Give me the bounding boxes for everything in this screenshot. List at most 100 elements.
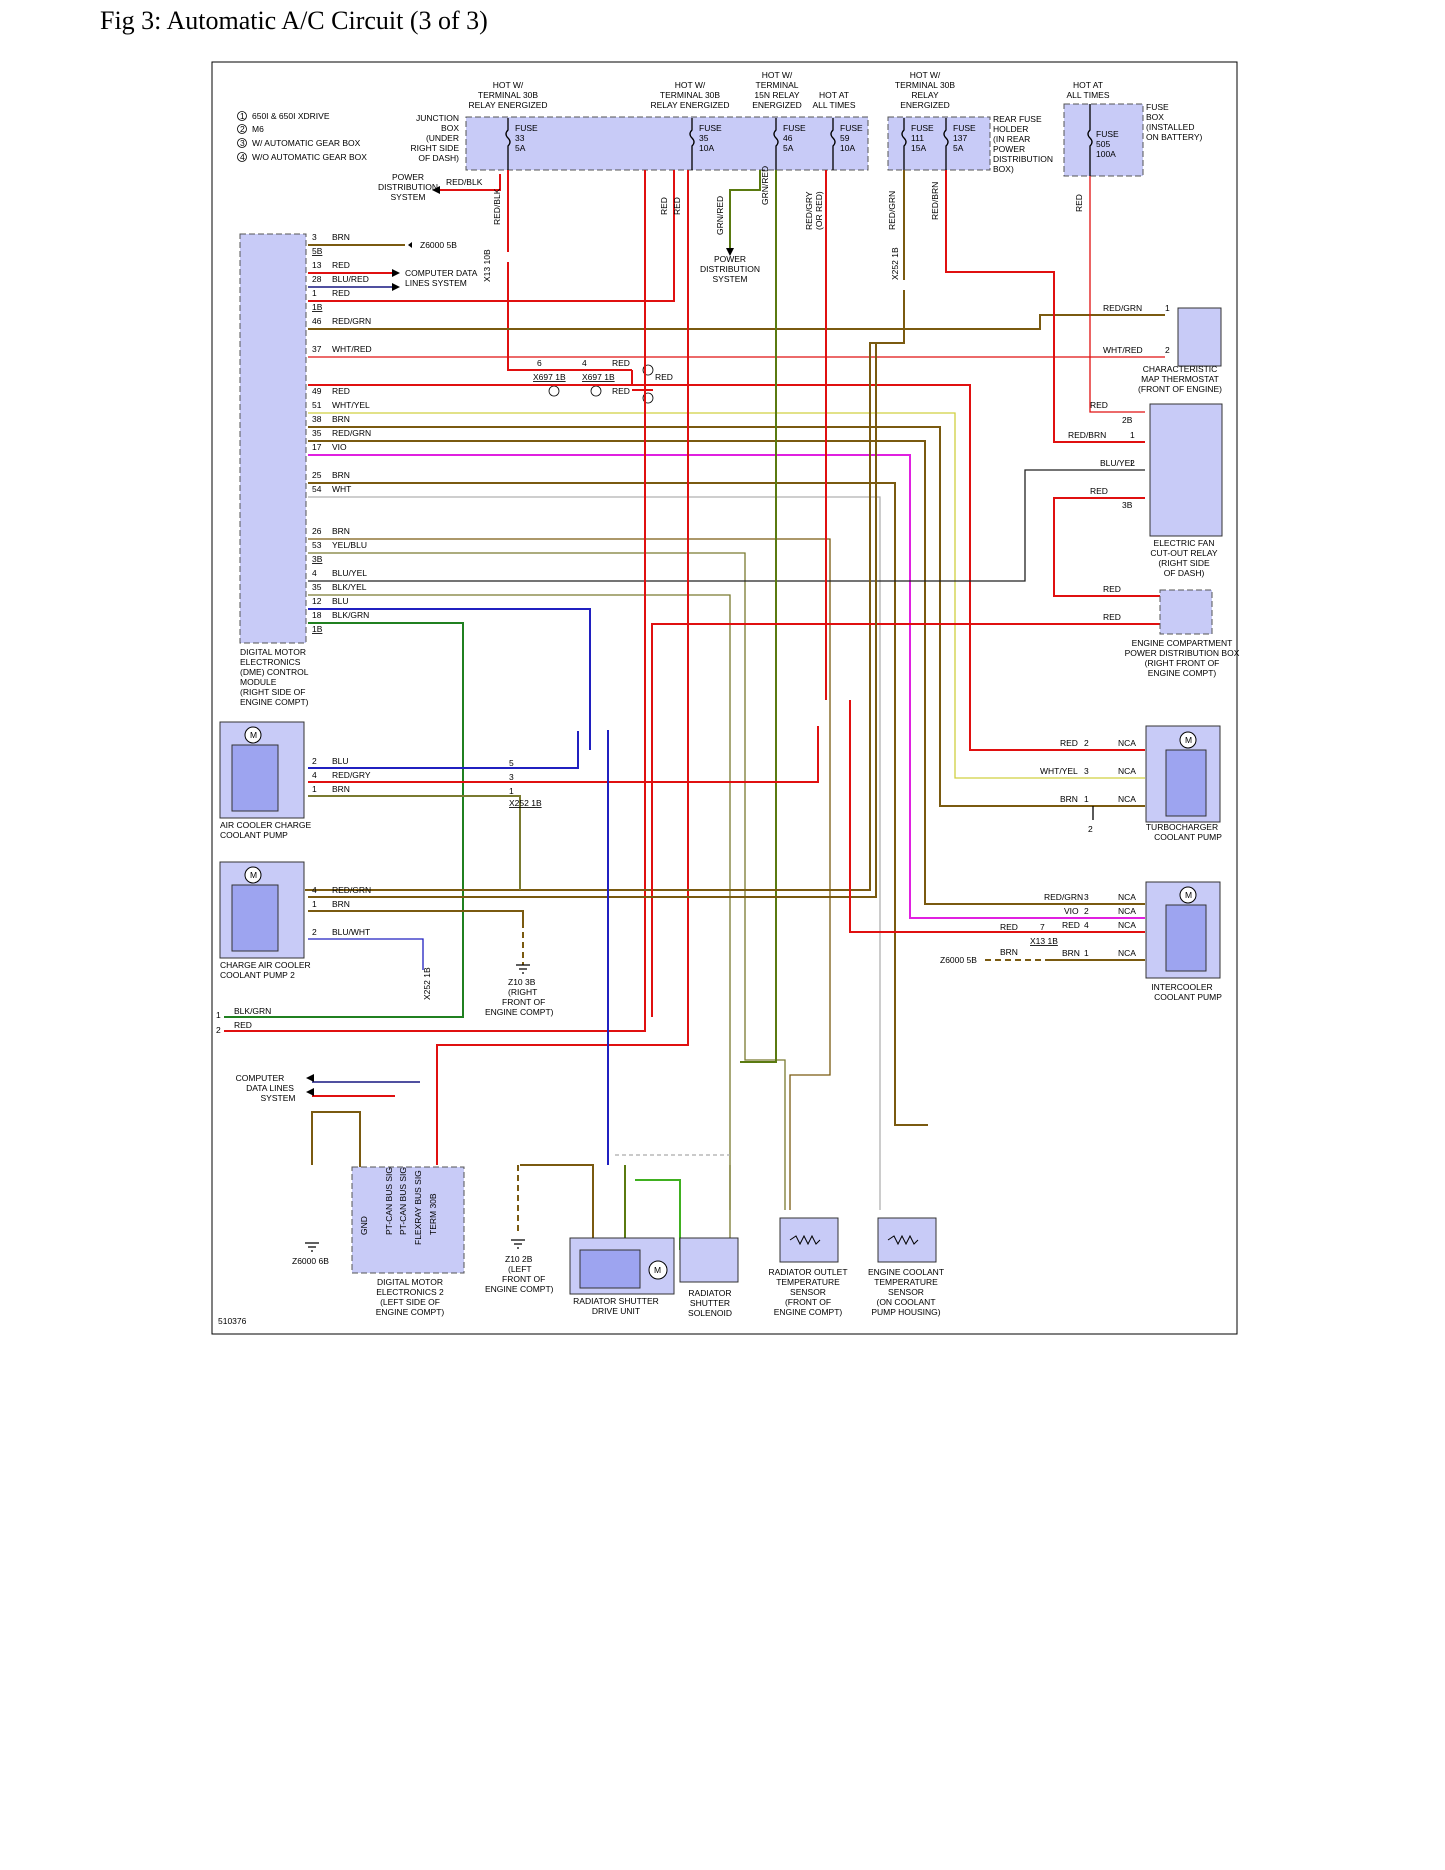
svg-text:3: 3: [240, 138, 245, 148]
svg-text:RED/GRN: RED/GRN: [1103, 303, 1142, 313]
svg-text:ENERGIZED: ENERGIZED: [900, 100, 950, 110]
svg-text:AIR COOLER CHARGE: AIR COOLER CHARGE: [220, 820, 311, 830]
junction-box: JUNCTION BOX (UNDER RIGHT SIDE OF DASH) …: [411, 113, 869, 171]
svg-text:RED: RED: [612, 358, 630, 368]
svg-text:X697 1B: X697 1B: [533, 372, 566, 382]
svg-text:BRN: BRN: [1000, 947, 1018, 957]
svg-text:Z6000 5B: Z6000 5B: [940, 955, 977, 965]
svg-text:RED: RED: [332, 288, 350, 298]
svg-text:RED: RED: [672, 197, 682, 215]
dme-control-module: DIGITAL MOTOR ELECTRONICS (DME) CONTROL …: [239, 233, 309, 707]
svg-text:15N RELAY: 15N RELAY: [754, 90, 800, 100]
svg-text:2: 2: [240, 124, 245, 134]
svg-text:(INSTALLED: (INSTALLED: [1146, 122, 1195, 132]
svg-text:WHT/RED: WHT/RED: [332, 344, 372, 354]
svg-text:HOT W/: HOT W/: [675, 80, 706, 90]
svg-text:CHARACTERISTIC: CHARACTERISTIC: [1143, 364, 1218, 374]
svg-text:POWER DISTRIBUTION BOX: POWER DISTRIBUTION BOX: [1125, 648, 1240, 658]
svg-text:X252 1B: X252 1B: [890, 247, 900, 280]
svg-text:35: 35: [312, 582, 322, 592]
svg-text:M: M: [654, 1265, 661, 1275]
svg-text:RED/BLK: RED/BLK: [492, 188, 502, 225]
svg-text:ELECTRONICS: ELECTRONICS: [240, 657, 301, 667]
svg-text:51: 51: [312, 400, 322, 410]
svg-text:HOT W/: HOT W/: [762, 70, 793, 80]
svg-text:SENSOR: SENSOR: [888, 1287, 924, 1297]
svg-text:2: 2: [1084, 738, 1089, 748]
svg-text:OF DASH): OF DASH): [1164, 568, 1205, 578]
svg-text:FRONT OF: FRONT OF: [502, 997, 545, 1007]
svg-text:Z10 2B: Z10 2B: [505, 1254, 533, 1264]
svg-text:FUSE: FUSE: [840, 123, 863, 133]
svg-text:1: 1: [312, 288, 317, 298]
svg-text:ENGINE COMPT): ENGINE COMPT): [485, 1007, 554, 1017]
svg-text:RED: RED: [612, 386, 630, 396]
svg-text:GRN/RED: GRN/RED: [760, 166, 770, 205]
svg-text:BLU/YEL: BLU/YEL: [332, 568, 367, 578]
svg-text:COOLANT PUMP 2: COOLANT PUMP 2: [220, 970, 295, 980]
svg-text:HOT W/: HOT W/: [493, 80, 524, 90]
svg-text:1B: 1B: [312, 302, 323, 312]
svg-text:PT-CAN BUS SIG: PT-CAN BUS SIG: [384, 1167, 394, 1235]
svg-text:NCA: NCA: [1118, 892, 1136, 902]
svg-text:JUNCTION: JUNCTION: [416, 113, 459, 123]
svg-text:RED: RED: [234, 1020, 252, 1030]
svg-text:BRN: BRN: [332, 414, 350, 424]
svg-text:ALL TIMES: ALL TIMES: [813, 100, 856, 110]
svg-text:BLU: BLU: [332, 756, 349, 766]
svg-text:RED/BRN: RED/BRN: [930, 182, 940, 220]
svg-text:GND: GND: [359, 1216, 369, 1235]
svg-text:INTERCOOLER: INTERCOOLER: [1151, 982, 1212, 992]
svg-text:1: 1: [509, 786, 514, 796]
svg-text:54: 54: [312, 484, 322, 494]
svg-text:FUSE: FUSE: [699, 123, 722, 133]
svg-text:DIGITAL MOTOR: DIGITAL MOTOR: [240, 647, 306, 657]
svg-text:10A: 10A: [699, 143, 714, 153]
svg-text:RED: RED: [1062, 920, 1080, 930]
svg-text:(FRONT OF: (FRONT OF: [785, 1297, 831, 1307]
svg-text:RED: RED: [1090, 486, 1108, 496]
svg-text:RED: RED: [332, 260, 350, 270]
svg-text:25: 25: [312, 470, 322, 480]
svg-text:RED/GRN: RED/GRN: [332, 316, 371, 326]
svg-text:4: 4: [312, 770, 317, 780]
fuse-137: FUSE 137 5A: [943, 118, 976, 170]
svg-text:RADIATOR OUTLET: RADIATOR OUTLET: [768, 1267, 847, 1277]
svg-text:FUSE: FUSE: [911, 123, 934, 133]
svg-text:VIO: VIO: [1064, 906, 1079, 916]
svg-text:RELAY: RELAY: [911, 90, 939, 100]
svg-text:BOX: BOX: [1146, 112, 1164, 122]
svg-text:(RIGHT: (RIGHT: [508, 987, 537, 997]
svg-text:RED/GRY: RED/GRY: [804, 191, 814, 230]
svg-text:2: 2: [312, 756, 317, 766]
svg-text:(RIGHT FRONT OF: (RIGHT FRONT OF: [1145, 658, 1220, 668]
svg-text:SYSTEM: SYSTEM: [713, 274, 748, 284]
svg-text:RADIATOR SHUTTER: RADIATOR SHUTTER: [573, 1296, 659, 1306]
svg-text:CUT-OUT RELAY: CUT-OUT RELAY: [1150, 548, 1218, 558]
svg-text:PUMP HOUSING): PUMP HOUSING): [871, 1307, 940, 1317]
svg-text:RED: RED: [1000, 922, 1018, 932]
svg-text:5B: 5B: [312, 246, 323, 256]
svg-text:1: 1: [240, 111, 245, 121]
svg-text:1: 1: [216, 1010, 221, 1020]
svg-text:NCA: NCA: [1118, 906, 1136, 916]
svg-text:POWER: POWER: [392, 172, 424, 182]
svg-text:6: 6: [537, 358, 542, 368]
legend-item: 2 M6: [237, 124, 264, 134]
svg-text:1: 1: [1165, 303, 1170, 313]
svg-text:5: 5: [509, 758, 514, 768]
svg-text:X252 1B: X252 1B: [509, 798, 542, 808]
svg-text:ENGINE COMPT): ENGINE COMPT): [1148, 668, 1217, 678]
svg-text:28: 28: [312, 274, 322, 284]
svg-text:137: 137: [953, 133, 967, 143]
svg-text:NCA: NCA: [1118, 738, 1136, 748]
svg-text:TERMINAL: TERMINAL: [756, 80, 799, 90]
svg-text:X13 10B: X13 10B: [482, 249, 492, 282]
svg-text:NCA: NCA: [1118, 794, 1136, 804]
svg-text:2: 2: [1084, 906, 1089, 916]
svg-text:15A: 15A: [911, 143, 926, 153]
svg-text:1: 1: [1084, 794, 1089, 804]
svg-text:3: 3: [1084, 766, 1089, 776]
svg-text:COOLANT PUMP: COOLANT PUMP: [1154, 992, 1222, 1002]
